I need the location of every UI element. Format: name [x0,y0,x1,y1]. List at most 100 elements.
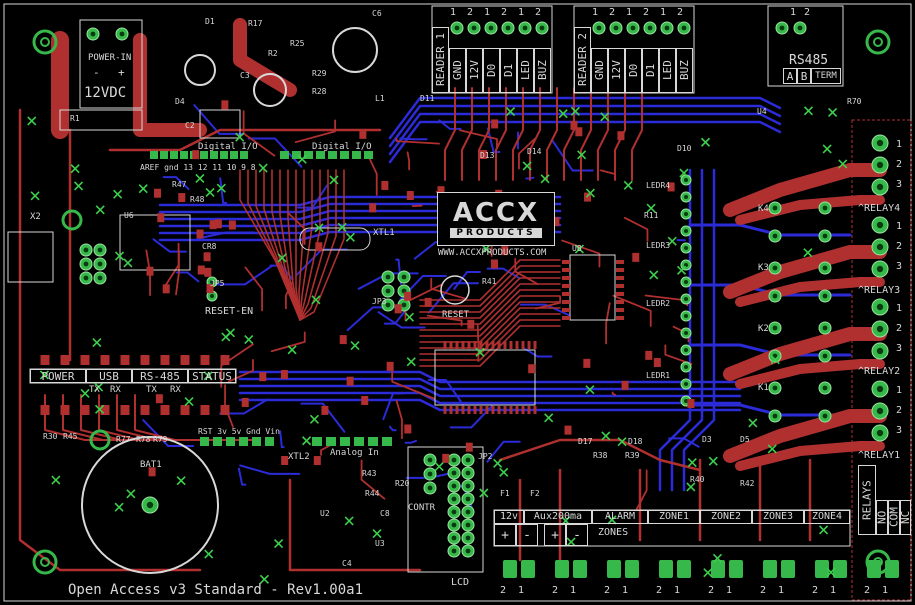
led-smd-pad [120,355,130,365]
qfp-pad [467,341,471,349]
mounting-hole-ring [32,29,58,55]
soic-pad [562,268,570,272]
usb-pad-drill [83,261,89,267]
refdes-f1: F1 [500,489,510,498]
relay-copper-pour [723,409,887,463]
zone-sign-2: - [516,524,538,546]
relay-coil-pad-drill [772,325,778,331]
lcd-pad-drill [465,509,471,515]
rs485-pin-term: TERM [811,68,841,84]
red-misc-trace [163,242,180,288]
lcd-pad-drill [451,496,457,502]
power-header-pad [252,437,261,446]
smd-pad [206,284,214,294]
refdes-c3: C3 [240,71,250,80]
driver-pad-drill [684,212,688,216]
smd-pad [552,217,560,227]
refdes-ledr1: LEDR1 [646,371,671,380]
via-cross [703,568,713,578]
footer-pin-number: 2 [604,585,611,596]
refdes-ledr2: LEDR2 [646,299,671,308]
via-cross [649,270,659,280]
soic-pad [616,308,624,312]
capacitor-outline [253,73,287,107]
via-cross [406,357,416,367]
smd-pad [281,456,289,466]
qfp-pad [515,341,519,349]
driver-pad-drill [684,280,688,284]
reader-header-number: 1 [660,7,667,18]
red-fanout-trace [299,169,345,321]
accx-logo: ACCX PRODUCTS [437,192,555,246]
smd-pad [157,213,165,223]
blue-misc-trace [237,467,247,486]
blue-misc-trace [300,402,346,433]
icsp-pad-drill [385,288,391,294]
refdes-r44: R44 [365,489,380,498]
lcd-pad-drill [451,470,457,476]
via-cross [803,106,814,116]
qfp-pad [503,341,507,349]
smd-pad [146,266,154,276]
red-fanout-trace [299,169,313,321]
led-smd-pad [60,355,70,365]
relay-coil-pad-drill [822,293,828,299]
footer-pin-number: 2 [656,585,663,596]
reader-terminal-pad-drill [522,25,528,31]
blue-misc-trace [383,309,407,325]
smd-pad [491,259,499,269]
reader2-pin-led: LED [659,48,676,93]
red-misc-trace [561,239,601,268]
refdes-r38: R38 [593,451,608,460]
contr-pad-drill [427,457,433,463]
led-smd-pad [160,355,170,365]
via-cross [570,106,580,116]
reader-terminal-pad-drill [454,25,460,31]
rs485-header-number: 1 [790,7,797,18]
via-cross [404,312,415,322]
led-smd-pad [160,405,170,415]
via-cross [748,418,758,428]
via-cross [574,244,585,254]
logo-main-text: ACCX [452,198,540,228]
via-cross [700,137,711,147]
red-fanout-trace [279,169,301,321]
led-smd-pad [140,355,150,365]
qfp-pad [467,406,471,414]
mounting-hole-center [873,37,883,47]
via-cross [803,248,813,258]
smd-pad [228,220,236,230]
relay-coil-pad-drill [822,233,828,239]
via-cross [481,244,491,254]
usb-pad-drill [83,275,89,281]
pads [40,21,899,578]
driver-pad-drill [684,382,688,386]
rs485-title: RS485 [789,53,829,68]
led-smd-pad [80,405,90,415]
led-smd-pad [120,405,130,415]
reader2-label: READER 2 [574,27,591,93]
red-misc-trace [623,216,649,242]
qfp-pad [473,341,477,349]
relays-pin-nc: NC [899,500,912,535]
via-cross [94,404,105,414]
relay-copper-pour [735,195,885,225]
power-in-label: POWER-IN [88,53,132,63]
via-cross [195,173,205,184]
usb-pad-drill [97,247,103,253]
via-cross [770,355,780,365]
qfp-pad [509,406,513,414]
blue-misc-trace [486,267,520,279]
zone-terminal-pad [781,560,795,578]
led-smd-pad [200,355,210,365]
lcd-pad-drill [451,483,457,489]
via-cross [345,232,355,242]
red-misc-trace [395,137,440,145]
usb-rx: RX [110,385,121,395]
reader-terminal-pad-drill [613,25,619,31]
blue-misc-trace [438,119,462,130]
via-cross [372,529,382,539]
driver-pad-drill [684,246,688,250]
inductor-outline [199,109,241,139]
reader-header-number: 1 [518,7,525,18]
